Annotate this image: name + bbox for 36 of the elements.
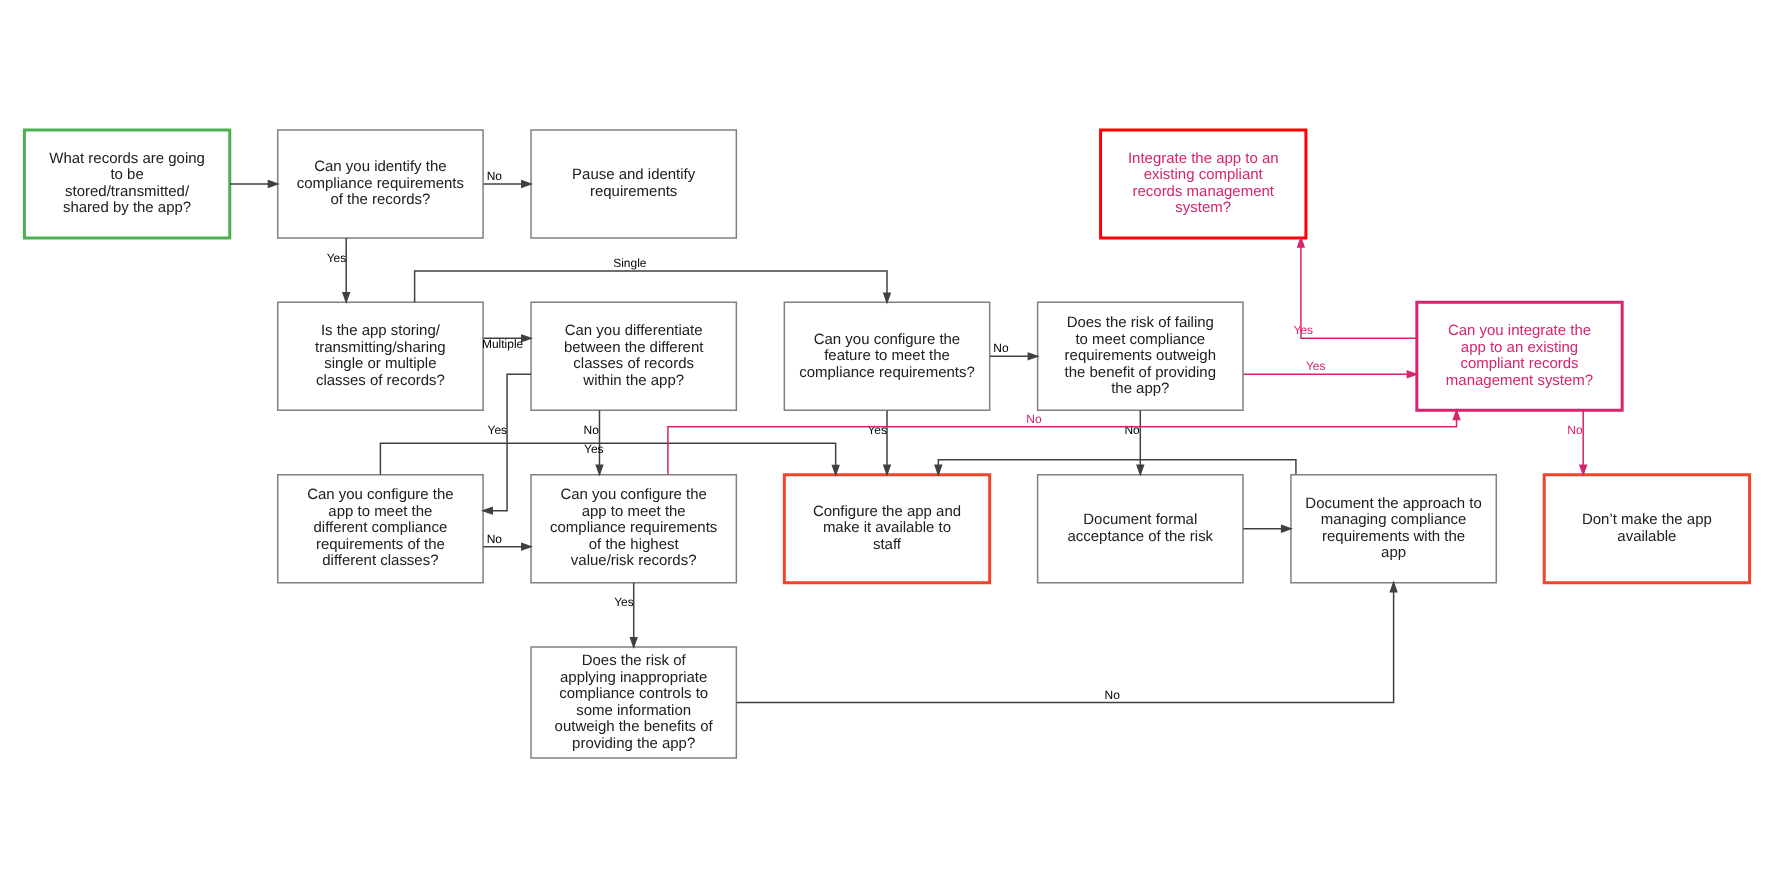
node-box: Pause and identify requirements xyxy=(530,128,738,238)
node-box: Configure the app and make it available to staff xyxy=(782,472,992,584)
node-box: Is the app storing/ transmitting/sharing single or multiple classes of records? xyxy=(277,300,484,411)
arrow xyxy=(480,372,532,514)
arrow xyxy=(482,178,534,188)
arrow xyxy=(989,351,1040,360)
arrow xyxy=(413,269,892,304)
arrow xyxy=(882,408,892,476)
arrow xyxy=(379,441,840,476)
node-box: Document formal acceptance of the risk xyxy=(1036,473,1244,583)
arrow xyxy=(735,579,1398,703)
node-box: Does the risk of failing to meet compliance requirements outweigh the benefit of providing the app? xyxy=(1036,300,1244,411)
node-box: Can you integrate the app to an existing compliant records management system? xyxy=(1415,299,1624,411)
node-box: Can you configure the app to meet the compliance requirements of the highest value/risk records? xyxy=(530,473,738,583)
node-box: Can you configure the feature to meet the compliance requirements? xyxy=(783,300,991,411)
node-box: Can you configure the app to meet the different compliance requirements of the different classes? xyxy=(277,473,484,583)
arrow xyxy=(482,333,534,342)
arrow xyxy=(1136,408,1145,476)
node-box: Can you differentiate between the different classes of records within the app? xyxy=(530,300,738,411)
node-box: Can you identify the compliance requirements of the records? xyxy=(277,128,484,238)
node-box: What records are going to be stored/transmitted/ shared by the app? xyxy=(22,127,232,239)
arrow xyxy=(629,581,638,648)
arrow xyxy=(229,178,280,188)
node-box: Does the risk of applying inappropriate compliance controls to some information outweigh the benefits of providing the app? xyxy=(530,645,738,758)
node-box: Don’t make the app available xyxy=(1542,472,1752,584)
arrow xyxy=(595,408,604,476)
arrow xyxy=(1579,408,1588,476)
node-box: Document the approach to managing compliance requirements with the app xyxy=(1290,473,1497,583)
arrow xyxy=(341,236,351,304)
arrow xyxy=(934,458,1297,476)
arrow xyxy=(1242,523,1293,532)
arrow xyxy=(1242,369,1419,378)
arrow xyxy=(667,407,1461,474)
arrow xyxy=(482,541,534,550)
node-box: Integrate the app to an existing compliant records management system? xyxy=(1099,127,1308,239)
arrow xyxy=(1296,234,1418,339)
